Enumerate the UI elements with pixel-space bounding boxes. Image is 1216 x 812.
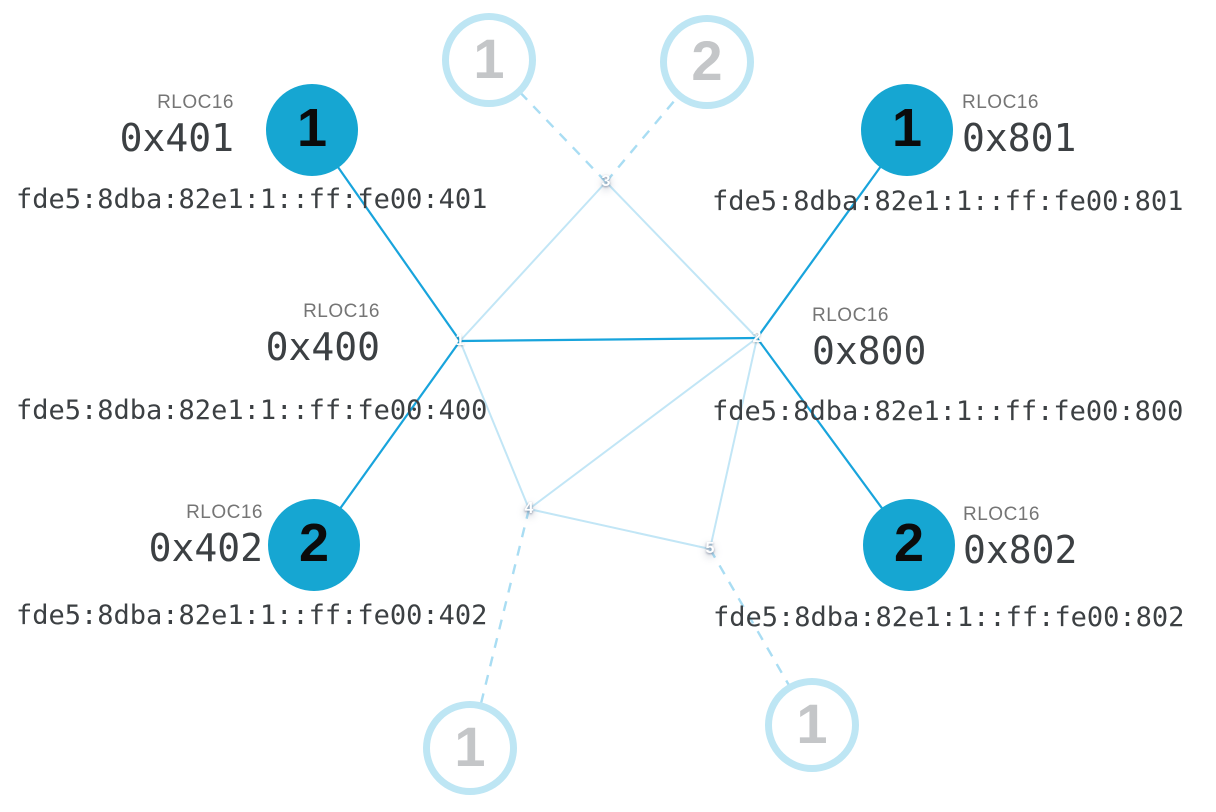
ipv6-address-addr-801: fde5:8dba:82e1:1::ff:fe00:801	[712, 186, 1184, 217]
rloc16-heading: RLOC16	[963, 504, 1040, 525]
node-child-402[interactable]: 2	[268, 499, 360, 591]
rloc16-value: 0x800	[812, 329, 927, 373]
rloc16-label-block-rloc-800: RLOC16 0x800	[812, 305, 926, 373]
node-number: 1	[296, 98, 328, 158]
node-number: 2	[752, 329, 762, 346]
link-router-2-router-4	[528, 337, 758, 510]
node-router-1[interactable]: 1	[456, 332, 465, 350]
link-router-2-router-3	[605, 181, 758, 339]
node-number: 2	[691, 28, 723, 92]
node-child-bottom-1[interactable]: 1	[423, 701, 517, 795]
link-router-1-router-4	[459, 340, 530, 510]
ipv6-address-addr-400: fde5:8dba:82e1:1::ff:fe00:400	[16, 395, 488, 426]
node-child-802[interactable]: 2	[863, 499, 955, 591]
rloc16-heading: RLOC16	[812, 305, 889, 326]
node-child-bottom-2[interactable]: 1	[765, 678, 859, 772]
node-child-401[interactable]: 1	[266, 84, 358, 176]
rloc16-value: 0x802	[963, 528, 1078, 572]
ipv6-address-addr-402: fde5:8dba:82e1:1::ff:fe00:402	[16, 600, 488, 631]
link-router-2-router-5	[709, 337, 758, 550]
ipv6-address-addr-401: fde5:8dba:82e1:1::ff:fe00:401	[16, 184, 488, 215]
link-router-1-router-3	[459, 181, 607, 342]
node-router-3[interactable]: 3	[602, 173, 611, 191]
rloc16-label-block-rloc-400: RLOC16 0x400	[266, 301, 380, 369]
rloc16-value: 0x401	[119, 116, 234, 160]
node-child-top-1[interactable]: 1	[442, 13, 536, 107]
node-child-top-2[interactable]: 2	[660, 15, 754, 109]
node-number: 1	[891, 98, 923, 158]
ipv6-address-addr-800: fde5:8dba:82e1:1::ff:fe00:800	[712, 396, 1184, 427]
rloc16-label-block-rloc-401: RLOC16 0x401	[120, 92, 234, 160]
link-router-3-child-top-2-dashed	[605, 61, 708, 183]
rloc16-label-block-rloc-802: RLOC16 0x802	[963, 504, 1077, 572]
node-number: 1	[473, 26, 505, 90]
rloc16-value: 0x400	[265, 325, 380, 369]
link-router-5-child-bottom-2-dashed	[708, 548, 814, 726]
node-number: 1	[455, 332, 465, 349]
node-child-801[interactable]: 1	[861, 84, 953, 176]
node-number: 5	[705, 540, 715, 557]
rloc16-value: 0x801	[962, 116, 1077, 160]
node-number: 1	[796, 691, 828, 755]
rloc16-heading: RLOC16	[303, 301, 380, 322]
rloc16-heading: RLOC16	[157, 92, 234, 113]
node-router-2[interactable]: 2	[753, 329, 762, 347]
rloc16-heading: RLOC16	[962, 92, 1039, 113]
rloc16-value: 0x402	[148, 526, 263, 570]
link-router-4-child-bottom-1-dashed	[468, 508, 531, 749]
rloc16-heading: RLOC16	[186, 502, 263, 523]
ipv6-address-addr-802: fde5:8dba:82e1:1::ff:fe00:802	[713, 602, 1185, 633]
node-number: 1	[454, 714, 486, 778]
node-router-4[interactable]: 4	[525, 500, 534, 518]
node-number: 4	[524, 500, 534, 517]
node-router-5[interactable]: 5	[706, 540, 715, 558]
rloc16-label-block-rloc-402: RLOC16 0x402	[149, 502, 263, 570]
node-number: 2	[298, 513, 330, 573]
node-number: 2	[893, 513, 925, 573]
link-router-1-router-2	[459, 336, 758, 343]
rloc16-label-block-rloc-801: RLOC16 0x801	[962, 92, 1076, 160]
node-number: 3	[601, 173, 611, 190]
link-router-4-router-5	[528, 508, 711, 550]
